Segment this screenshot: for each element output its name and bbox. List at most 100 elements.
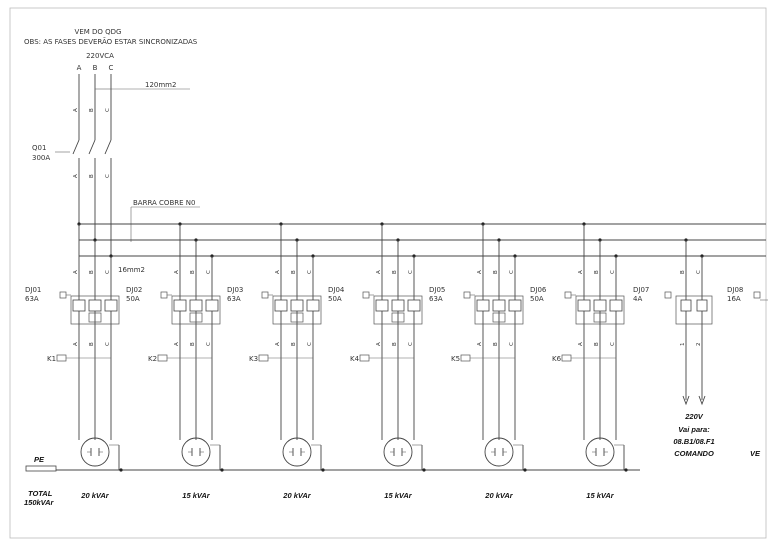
contactor-label: K1 [47,355,56,363]
total-value: 150kVAr [24,498,55,507]
contactor-coil [157,354,168,362]
phase-marker: C [206,270,212,274]
breaker-frame [171,295,221,325]
phase-marker: C [307,342,313,346]
main-breaker-contact [88,139,96,155]
phase-marker: B [89,342,95,346]
breaker-pole [173,299,187,312]
phase-marker: C [105,342,111,346]
breaker-label: DJ05 [429,286,445,294]
breaker-label: DJ06 [530,286,547,294]
phase-marker: C [307,270,313,274]
capacitor-bank [383,437,413,467]
capacitor-bank [585,437,615,467]
phase-marker: B [89,174,95,178]
breaker-pole [407,299,421,312]
main-breaker-contact [72,139,80,155]
capacitor-bank [80,437,110,467]
main-cable-label: 120mm2 [145,81,176,89]
breaker-frame [474,295,524,325]
breaker-pole [593,299,607,312]
command-voltage: 220V [684,412,704,421]
power-label: 15 kVAr [182,491,210,500]
phase-marker: B [89,270,95,274]
breaker-rating: 63A [227,295,241,303]
origin-label: VEM DO QDG [75,28,122,36]
breaker-aux [362,291,370,299]
contactor-label: K5 [451,355,460,363]
phase-marker: C [408,270,414,274]
terminal-marker: 2 [696,343,702,347]
phase-marker: B [493,342,499,346]
breaker-pole [577,299,591,312]
phase-marker: A [376,270,382,274]
breaker-trip-unit [88,312,102,323]
phase-marker: B [680,270,686,274]
phase-marker: B [493,270,499,274]
terminal-marker: 1 [680,343,686,347]
breaker-pole [189,299,203,312]
breaker-pole [476,299,490,312]
cut-dest-fragment: VE [750,449,761,458]
phase-marker: A [275,342,281,346]
power-label: 15 kVAr [384,491,412,500]
power-label: 20 kVAr [282,491,311,500]
breaker-frame [70,295,120,325]
contactor-coil [258,354,269,362]
command-dest-line1: Vai para: [678,425,710,434]
breaker-trip-unit [593,312,607,323]
breaker-pole [609,299,623,312]
sync-note: OBS: AS FASES DEVERÃO ESTAR SINCRONIZADA… [24,37,198,46]
breaker-aux [160,291,168,299]
breaker-trip-unit [290,312,304,323]
breaker-frame [272,295,322,325]
breaker-pole [492,299,506,312]
ground-cable-label: 16mm2 [118,266,145,274]
command-breaker-id: DJ07 [633,286,649,294]
main-breaker-rating: 300A [32,154,50,162]
breaker-pole [104,299,118,312]
ground-junction [624,468,628,472]
phase-marker: A [578,342,584,346]
breaker-pole [696,299,708,312]
phase-marker: A [73,174,79,178]
phase-marker: C [509,270,515,274]
breaker-pole [88,299,102,312]
pe-terminal [25,465,57,472]
contactor-label: K4 [350,355,360,363]
phase-marker: A [477,270,483,274]
breaker-pole [680,299,692,312]
phase-marker: B [291,270,297,274]
drawing-frame [9,7,767,539]
phase-marker: C [105,108,111,112]
phase-marker: A [578,270,584,274]
contactor-coil [56,354,67,362]
phase-marker: B [594,342,600,346]
contactor-label: K2 [148,355,157,363]
cut-breaker-rating: 16A [727,295,741,303]
breaker-label: DJ01 [25,286,41,294]
cut-breaker-id: DJ08 [727,286,743,294]
phase-marker: C [408,342,414,346]
breaker-pole [72,299,86,312]
breaker-pole [306,299,320,312]
neutral-bar-label: BARRA COBRE N0 [133,199,195,207]
phase-marker: A [275,270,281,274]
capacitor-bank [484,437,514,467]
phase-marker: A [73,342,79,346]
breaker-pole [205,299,219,312]
phase-marker: B [392,270,398,274]
breaker-aux [564,291,572,299]
phase-marker: A [376,342,382,346]
breaker-rating: 50A [328,295,342,303]
breaker-aux [753,291,761,299]
total-label: TOTAL [28,489,53,498]
breaker-frame [575,295,625,325]
breaker-aux [664,291,672,299]
breaker-aux [463,291,471,299]
phase-marker: C [206,342,212,346]
capacitor-bank [181,437,211,467]
phase-marker: B [89,108,95,112]
